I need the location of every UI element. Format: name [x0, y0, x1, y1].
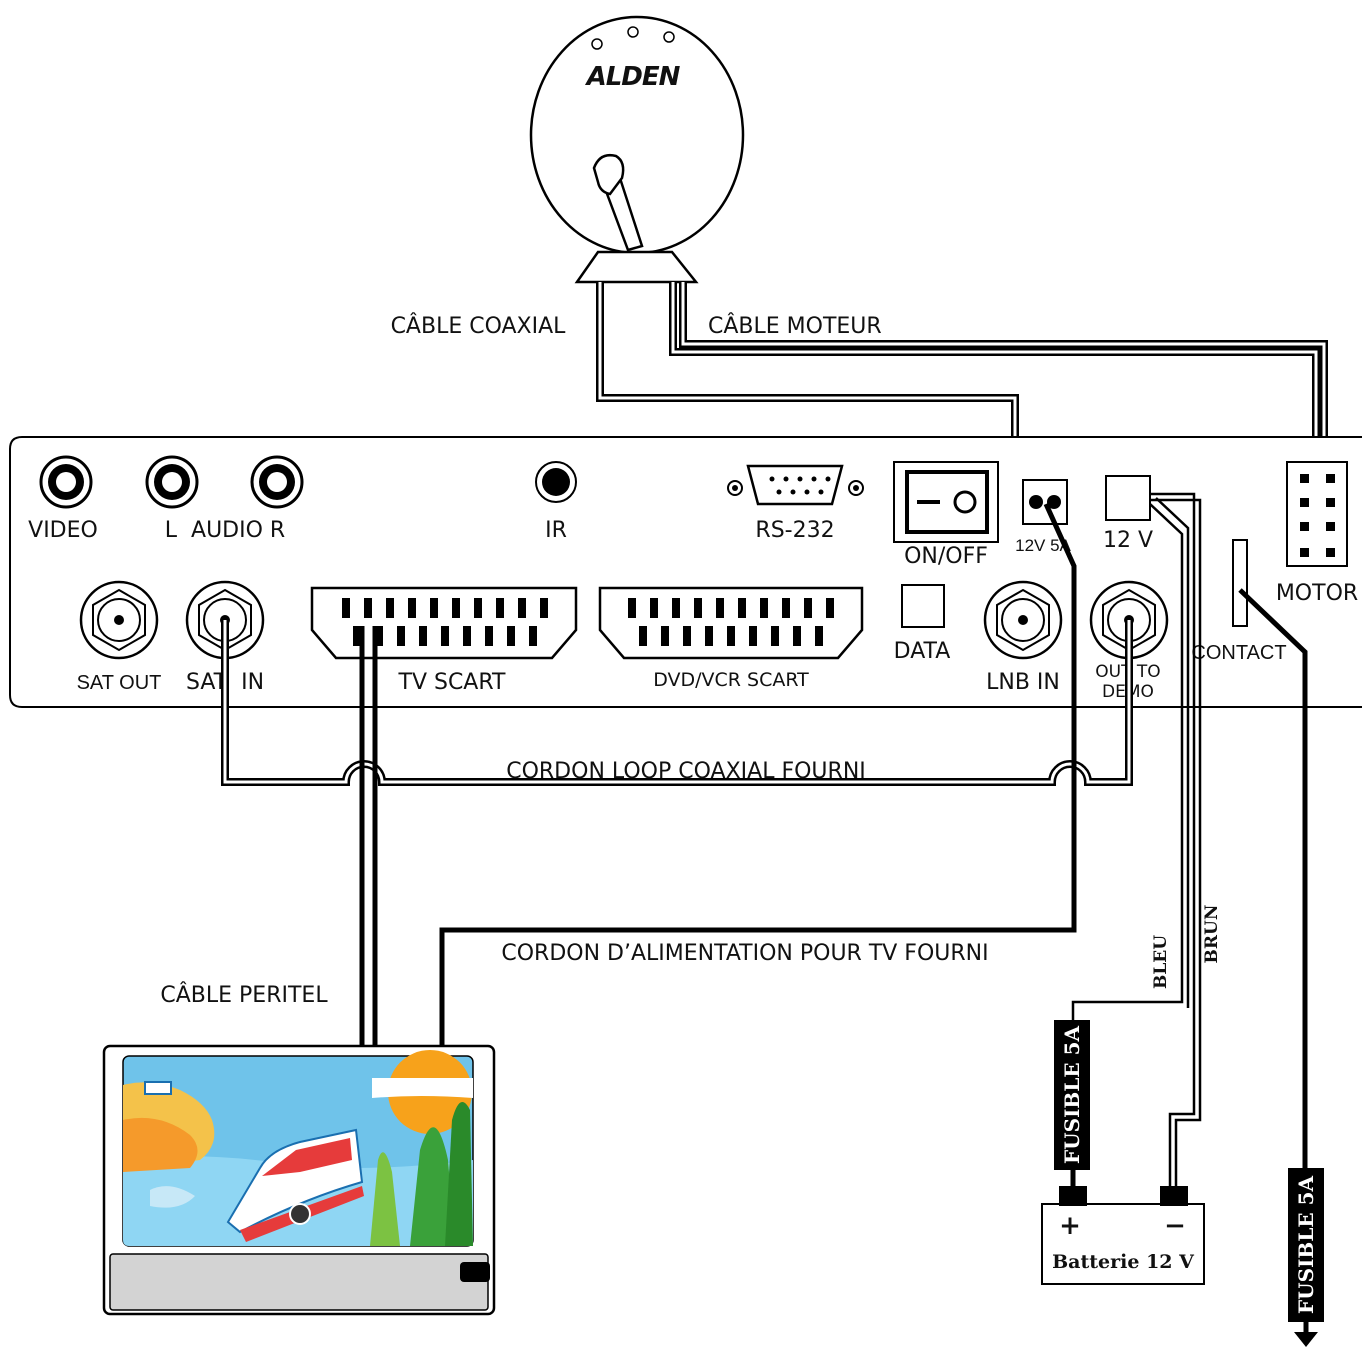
satellite-dish: ALDEN: [529, 15, 745, 284]
contact-label: CONTACT: [1191, 642, 1286, 664]
audio-label: L AUDIO R: [165, 518, 285, 543]
fuse-contact: [1288, 1168, 1324, 1322]
peritel-cable: [359, 626, 378, 1046]
contact-wire: [1238, 588, 1308, 1170]
ir-jack: [535, 461, 577, 503]
sat-out-connector: [79, 580, 159, 660]
dish-brand-logo: ALDEN: [585, 62, 681, 92]
power-12v-label: 12 V: [1103, 528, 1153, 553]
battery-label: Batterie 12 V: [1052, 1251, 1195, 1273]
tv-scart-connector: [310, 586, 578, 660]
loop-coax-cord: [221, 620, 1133, 786]
lnb-in-connector: [983, 580, 1063, 660]
data-label: DATA: [894, 639, 951, 664]
tv-scart-label: TV SCART: [398, 670, 507, 695]
tv-screen-image: [122, 1050, 474, 1247]
battery-plus: +: [1059, 1211, 1081, 1241]
ir-label: IR: [545, 518, 567, 543]
data-port: [901, 584, 945, 628]
fuse-battery: [1054, 1020, 1090, 1170]
contact-terminal: [1232, 539, 1248, 627]
battery: [1041, 1186, 1205, 1285]
tv-power-label: CORDON D’ALIMENTATION POUR TV FOURNI: [501, 941, 988, 966]
dvd-scart-label: DVD/VCR SCART: [653, 669, 809, 691]
rs232-port: [727, 464, 864, 506]
motor-label: MOTOR: [1276, 581, 1358, 606]
tv-power-cord: [439, 502, 1077, 1046]
power-switch: [893, 461, 999, 543]
video-rca-jack: [39, 455, 93, 509]
power-12v5a-label: 12V 5A: [1015, 536, 1071, 555]
battery-minus: −: [1164, 1211, 1186, 1241]
onoff-label: ON/OFF: [904, 544, 988, 569]
peritel-label: CÂBLE PERITEL: [160, 982, 328, 1008]
bleu-label: BLEU: [1151, 935, 1171, 989]
lnb-in-label: LNB IN: [986, 670, 1060, 695]
coax-cable-label: CÂBLE COAXIAL: [391, 313, 567, 339]
loop-cord-label: CORDON LOOP COAXIAL FOURNI: [506, 759, 866, 784]
power-12v-input: [1105, 475, 1151, 521]
fuse-battery-label: FUSIBLE 5A: [1060, 1025, 1084, 1164]
rs232-label: RS-232: [755, 518, 834, 543]
down-arrow-icon: [1294, 1332, 1318, 1347]
dvd-scart-connector: [598, 586, 864, 660]
audio-r-rca-jack: [250, 455, 304, 509]
brun-label: BRUN: [1202, 905, 1222, 964]
fuse-contact-label: FUSIBLE 5A: [1294, 1175, 1318, 1314]
tv-set: [102, 1044, 496, 1316]
motor-cable-label: CÂBLE MOTEUR: [708, 313, 882, 339]
audio-l-rca-jack: [145, 455, 199, 509]
sat-out-label: SAT OUT: [77, 672, 162, 694]
video-label: VIDEO: [28, 518, 98, 543]
motor-connector: [1286, 461, 1348, 567]
battery-wires: [1071, 492, 1202, 1188]
power-12v5a-output: [1022, 479, 1068, 525]
